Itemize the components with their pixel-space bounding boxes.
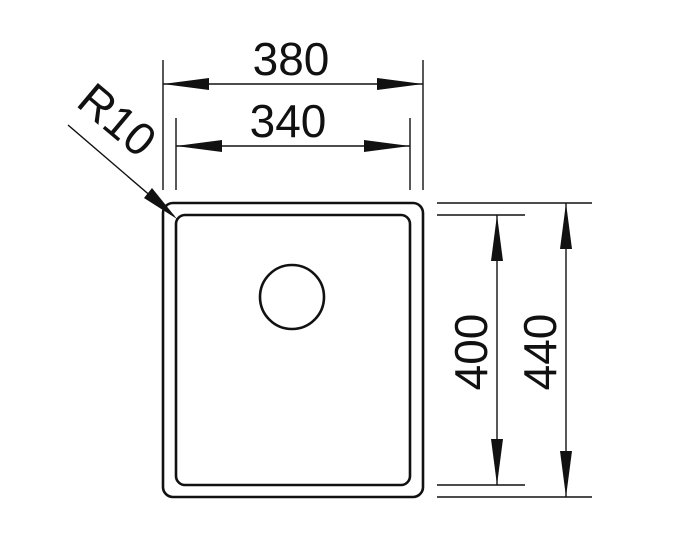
sink-outer-edge	[161, 201, 425, 499]
sink-outline	[161, 201, 425, 499]
inner-width-arrow-right	[364, 140, 410, 152]
outer-height-arrow-bottom	[560, 451, 572, 497]
outer-width-arrow-left	[163, 78, 209, 90]
outer-width-dimension: 380	[162, 33, 424, 190]
inner-height-arrow-bottom	[491, 439, 503, 485]
inner-height-dimension: 400	[437, 214, 525, 486]
radius-leader-arrow	[144, 188, 177, 219]
drain-hole	[258, 263, 326, 331]
outer-height-label: 440	[514, 314, 566, 391]
outer-height-dimension: 440	[437, 202, 592, 498]
inner-height-arrow-top	[491, 215, 503, 261]
outer-width-arrow-right	[377, 78, 423, 90]
inner-width-dimension: 340	[175, 95, 411, 190]
inner-width-arrow-left	[176, 140, 222, 152]
radius-label: R10	[68, 73, 166, 167]
outer-height-arrow-top	[560, 203, 572, 249]
corner-radius-callout: R10	[67, 73, 177, 219]
inner-width-label: 340	[250, 95, 327, 147]
outer-width-label: 380	[253, 33, 330, 85]
sink-inner-basin	[174, 213, 412, 487]
inner-height-label: 400	[445, 314, 497, 391]
